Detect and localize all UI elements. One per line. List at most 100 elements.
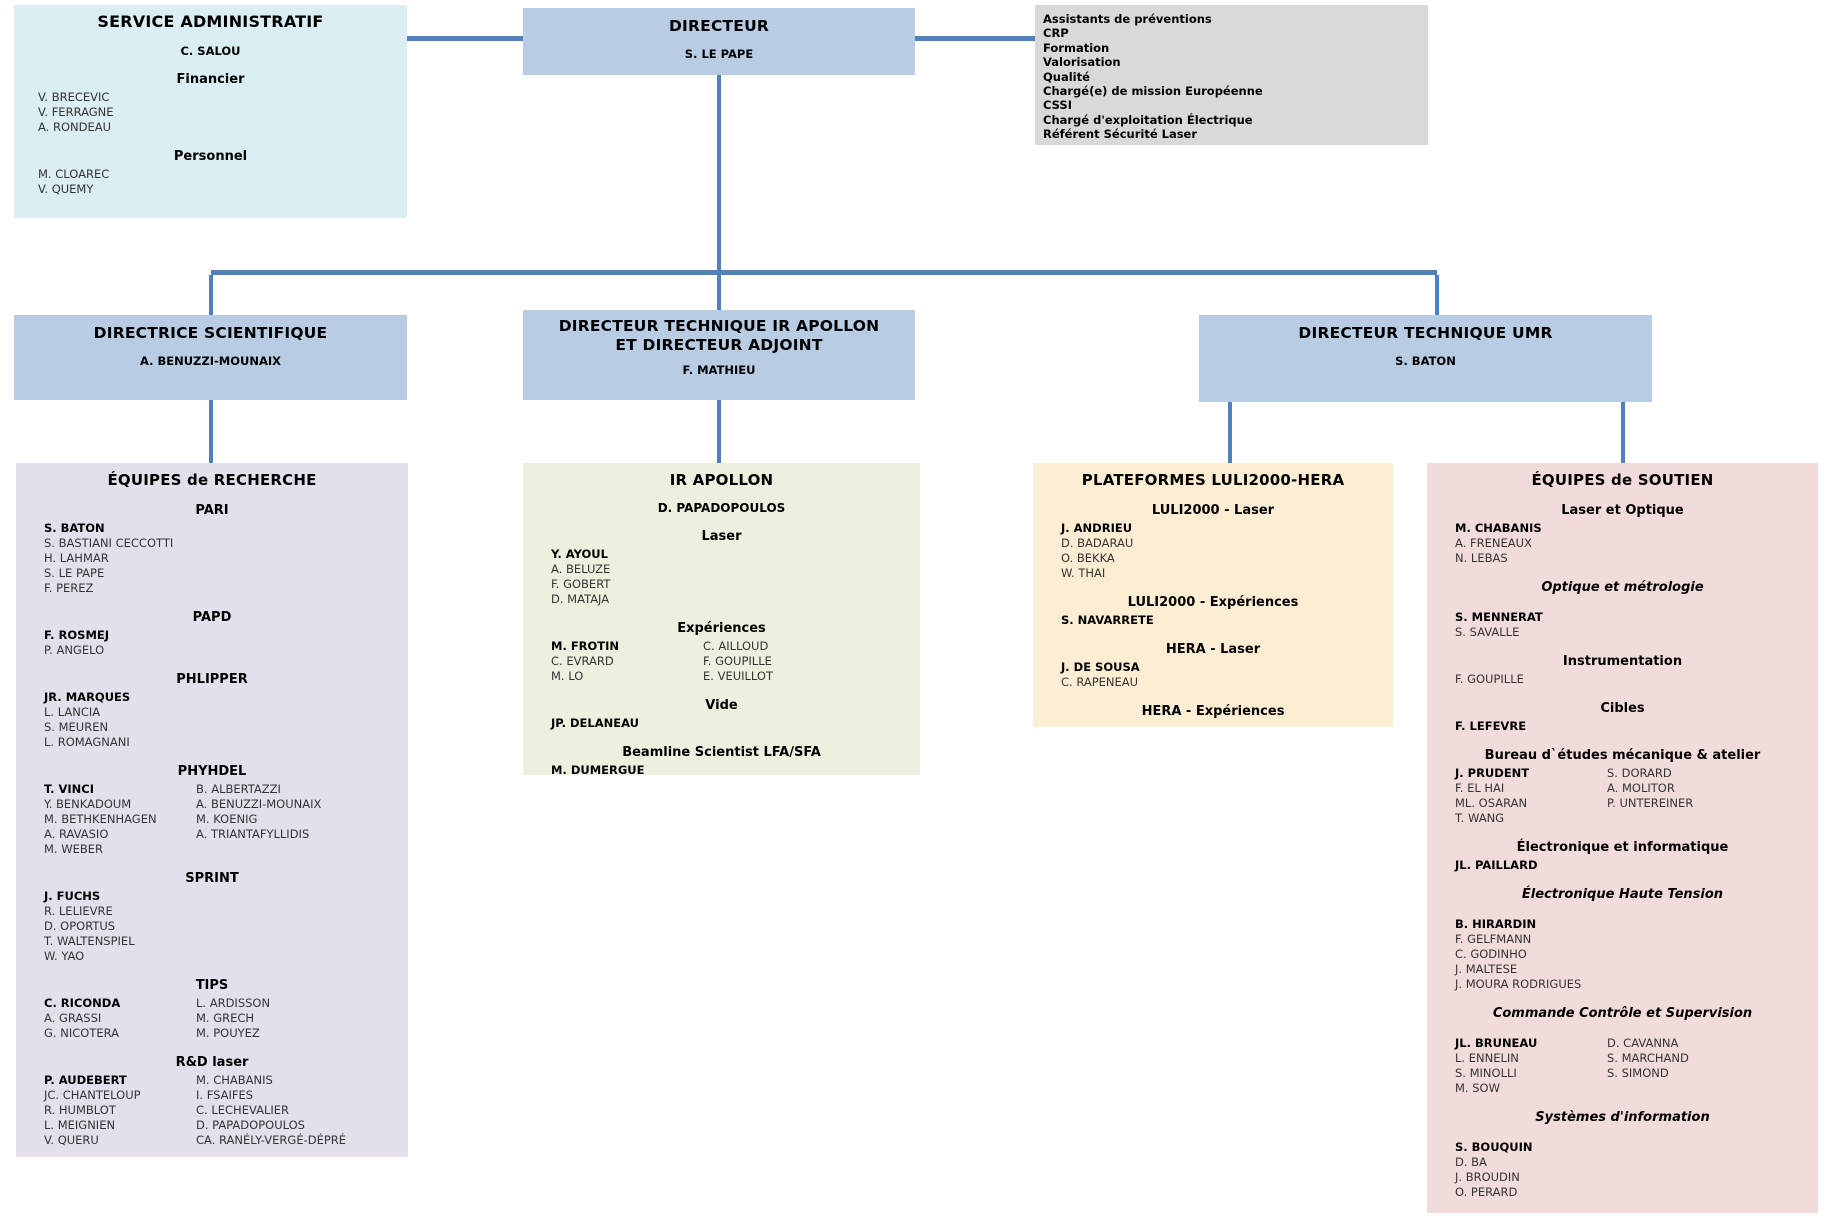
directrice-name: A. BENUZZI-MOUNAIX bbox=[139, 354, 282, 368]
member-name: M. BETHKENHAGEN bbox=[44, 812, 157, 826]
section-heading: SPRINT bbox=[185, 871, 239, 886]
member-name: L. LANCIA bbox=[44, 705, 101, 719]
member-name: J. FUCHS bbox=[44, 889, 101, 903]
member-name: C. RICONDA bbox=[44, 996, 121, 1010]
member-name: L. ENNELIN bbox=[1455, 1051, 1519, 1065]
directeur-name: S. LE PAPE bbox=[684, 47, 754, 61]
member-name: A. RAVASIO bbox=[44, 827, 109, 841]
member-name: S. MEUREN bbox=[44, 720, 109, 734]
section-heading: Commande Contrôle et Supervision bbox=[1492, 1006, 1753, 1021]
member-name: A. MOLITOR bbox=[1607, 781, 1675, 795]
member-name: Y. AYOUL bbox=[551, 547, 608, 561]
connector-to-directrice bbox=[209, 275, 213, 315]
section-heading: Systèmes d'information bbox=[1535, 1110, 1710, 1125]
member-name: F. EL HAI bbox=[1455, 781, 1505, 795]
member-name: B. HIRARDIN bbox=[1455, 917, 1537, 931]
member-name: F. GOBERT bbox=[551, 577, 611, 591]
connector-umr-plateformes bbox=[1228, 402, 1232, 463]
member-name: M. GRECH bbox=[196, 1011, 255, 1025]
section-heading: R&D laser bbox=[175, 1055, 249, 1070]
member-name: R. HUMBLOT bbox=[44, 1103, 116, 1117]
section-heading: PARI bbox=[195, 503, 229, 518]
member-name: J. PRUDENT bbox=[1455, 766, 1530, 780]
section-heading: Cibles bbox=[1600, 701, 1645, 716]
member-name: J. DE SOUSA bbox=[1061, 660, 1140, 674]
section-heading: Beamline Scientist LFA/SFA bbox=[622, 745, 821, 760]
equipes-recherche-title: ÉQUIPES de RECHERCHE bbox=[107, 471, 317, 489]
section-heading: TIPS bbox=[195, 978, 229, 993]
service-administratif-title: SERVICE ADMINISTRATIF bbox=[97, 12, 324, 31]
member-name: V. QUEMY bbox=[38, 182, 94, 196]
member-name: S. BATON bbox=[44, 521, 105, 535]
member-name: O. BEKKA bbox=[1061, 551, 1115, 565]
team-section: Beamline Scientist LFA/SFA M. DUMERGUE bbox=[523, 745, 920, 778]
dt-apollon-title-line2: ET DIRECTEUR ADJOINT bbox=[615, 336, 823, 354]
dt-apollon-name: F. MATHIEU bbox=[682, 363, 756, 377]
section-heading: HERA - Expériences bbox=[1141, 704, 1285, 719]
member-name: A. GRASSI bbox=[44, 1011, 102, 1025]
member-name: W. YAO bbox=[44, 949, 85, 963]
member-name: S. DORARD bbox=[1607, 766, 1672, 780]
member-name: JL. BRUNEAU bbox=[1455, 1036, 1538, 1050]
member-name: S. MENNERAT bbox=[1455, 610, 1543, 624]
connector-to-dt-umr bbox=[1435, 275, 1439, 315]
dt-umr-title: DIRECTEUR TECHNIQUE UMR bbox=[1298, 324, 1553, 342]
member-name: M. DUMERGUE bbox=[551, 763, 645, 777]
connector-directrice-recherche bbox=[209, 400, 213, 463]
member-name: W. THAI bbox=[1061, 566, 1106, 580]
member-name: P. ANGELO bbox=[44, 643, 105, 657]
member-name: V. BRECEVIC bbox=[38, 90, 110, 104]
member-name: C. RAPENEAU bbox=[1061, 675, 1139, 689]
directrice-scientifique-box: DIRECTRICE SCIENTIFIQUE A. BENUZZI-MOUNA… bbox=[14, 315, 407, 400]
member-name: H. LAHMAR bbox=[44, 551, 109, 565]
member-name: P. AUDEBERT bbox=[44, 1073, 127, 1087]
section-heading: Électronique Haute Tension bbox=[1521, 887, 1724, 902]
member-name: D. OPORTUS bbox=[44, 919, 116, 933]
member-name: S. BASTIANI CECCOTTI bbox=[44, 536, 174, 550]
member-name: JL. PAILLARD bbox=[1455, 858, 1538, 872]
ir-apollon-title: IR APOLLON bbox=[669, 471, 774, 489]
member-name: E. VEUILLOT bbox=[703, 669, 773, 683]
member-name: C. LECHEVALIER bbox=[196, 1103, 290, 1117]
member-name: M. LO bbox=[551, 669, 584, 683]
section-heading: PAPD bbox=[192, 610, 232, 625]
member-name: C. AILLOUD bbox=[703, 639, 769, 653]
dt-umr-name: S. BATON bbox=[1395, 354, 1456, 368]
member-name: Y. BENKADOUM bbox=[44, 797, 132, 811]
connector-service-directeur bbox=[407, 36, 523, 41]
dt-apollon-title-line1: DIRECTEUR TECHNIQUE IR APOLLON bbox=[558, 317, 880, 335]
dt-umr-box: DIRECTEUR TECHNIQUE UMR S. BATON bbox=[1199, 315, 1652, 402]
section-heading: HERA - Laser bbox=[1165, 642, 1261, 657]
mission-item: Assistants de préventions bbox=[1043, 12, 1212, 26]
member-name: S. NAVARRETE bbox=[1061, 613, 1154, 627]
plateformes-title: PLATEFORMES LULI2000-HERA bbox=[1081, 471, 1345, 489]
member-name: T. WALTENSPIEL bbox=[44, 934, 135, 948]
member-name: A. RONDEAU bbox=[38, 120, 112, 134]
member-name: JP. DELANEAU bbox=[551, 716, 639, 730]
member-name: J. BROUDIN bbox=[1455, 1170, 1520, 1184]
member-name: A. TRIANTAFYLLIDIS bbox=[196, 827, 310, 841]
ir-apollon-head-name: D. PAPADOPOULOS bbox=[657, 501, 786, 515]
directrice-title: DIRECTRICE SCIENTIFIQUE bbox=[93, 324, 328, 342]
connector-to-dt-apollon bbox=[717, 275, 721, 310]
member-name: M. POUYEZ bbox=[196, 1026, 260, 1040]
member-name: D. PAPADOPOULOS bbox=[196, 1118, 305, 1132]
member-name: D. BA bbox=[1455, 1155, 1487, 1169]
member-name: M. CHABANIS bbox=[1455, 521, 1542, 535]
